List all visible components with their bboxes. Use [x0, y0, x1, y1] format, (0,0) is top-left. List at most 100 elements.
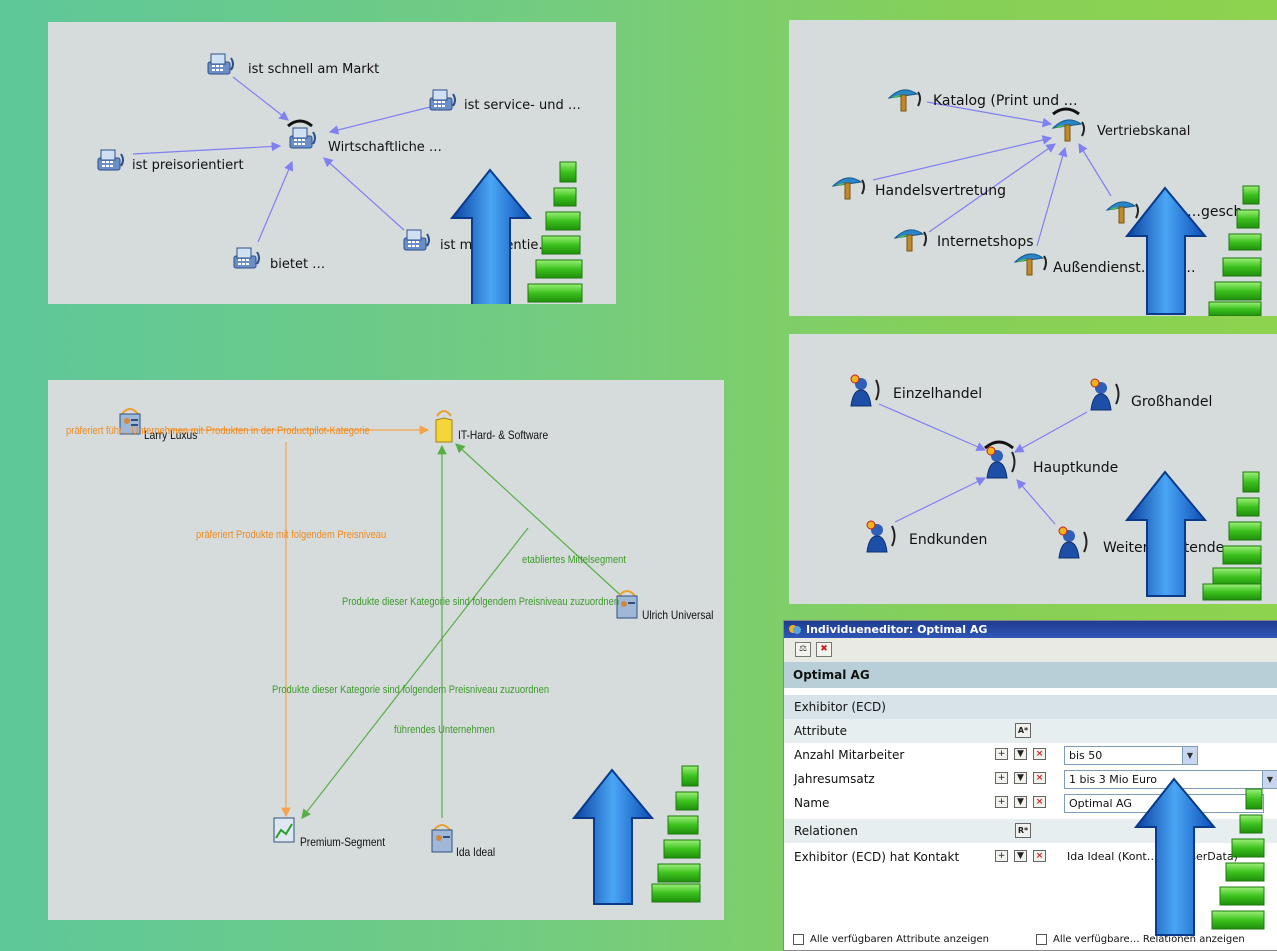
register-icon: [288, 126, 318, 150]
app-icon: [789, 625, 801, 634]
node-label-larry[interactable]: Larry Luxus: [144, 428, 198, 442]
add-value-icon[interactable]: +: [995, 772, 1008, 784]
upload-arrow-icon[interactable]: [1125, 180, 1277, 316]
dropdown-icon[interactable]: ▼: [1014, 850, 1027, 862]
chevron-down-icon[interactable]: ▼: [1262, 771, 1277, 788]
attribute-label: Anzahl Mitarbeiter: [794, 748, 905, 762]
relation-row: Exhibitor (ECD) hat Kontakt + ▼ × Ida Id…: [784, 845, 1277, 869]
attribute-value-select[interactable]: bis 50▼: [1064, 746, 1198, 765]
add-value-icon[interactable]: +: [995, 748, 1008, 760]
edge-label: führendes Unternehmen: [394, 724, 495, 736]
edge-label: präferiert Produkte mit folgendem Preisn…: [196, 529, 387, 541]
node-label[interactable]: Endkunden: [909, 532, 988, 548]
relation-value[interactable]: Ida Ideal (Kont…ofil (UserData): [1067, 850, 1238, 863]
contact-card-icon: [431, 824, 453, 853]
edge-label: Produkte dieser Kategorie sind folgendem…: [272, 684, 550, 696]
editor-title-bar[interactable]: Individueneditor: Optimal AG: [784, 621, 1277, 638]
remove-icon[interactable]: ×: [1033, 772, 1046, 784]
node-label-premium[interactable]: Premium-Segment: [300, 835, 386, 849]
hierarchy-icon[interactable]: ⚖: [795, 642, 811, 657]
node-label[interactable]: ist schnell am Markt: [248, 62, 380, 77]
editor-title: Individueneditor: Optimal AG: [806, 623, 988, 636]
node-label-ulrich[interactable]: Ulrich Universal: [642, 608, 714, 622]
edge-label: präferiert führ…Unternehmen mit Produkte…: [66, 425, 370, 437]
person-icon: [1055, 526, 1091, 560]
add-value-icon[interactable]: +: [995, 850, 1008, 862]
add-relation-button[interactable]: R*: [1015, 823, 1031, 838]
individual-name: Optimal AG: [784, 662, 1277, 688]
show-all-relations-checkbox[interactable]: [1036, 934, 1047, 945]
edge-label: Produkte dieser Kategorie sind folgendem…: [342, 596, 620, 608]
node-label-it[interactable]: IT-Hard- & Software: [458, 428, 549, 442]
show-all-attributes-checkbox[interactable]: [793, 934, 804, 945]
node-label[interactable]: ist service- und …: [464, 98, 581, 113]
attribute-row: Anzahl Mitarbeiter + ▼ × bis 50▼: [784, 743, 1277, 767]
node-label[interactable]: ist preisorientiert: [132, 158, 244, 173]
attribute-label: Jahresumsatz: [794, 772, 875, 786]
umbrella-icon: [893, 224, 929, 254]
edge-label: etabliertes Mittelsegment: [522, 554, 626, 566]
bar-stack-icon: [651, 765, 701, 903]
delete-icon[interactable]: ✖: [816, 642, 832, 657]
node-label[interactable]: Großhandel: [1131, 394, 1213, 410]
upload-arrow-icon[interactable]: [572, 762, 722, 910]
bar-stack-icon: [1208, 185, 1262, 316]
center-node-label[interactable]: Wirtschaftliche …: [328, 140, 442, 155]
attributes-header: Attribute A*: [784, 719, 1277, 743]
person-icon: [983, 446, 1019, 480]
add-attribute-button[interactable]: A*: [1015, 723, 1031, 738]
type-row: Exhibitor (ECD): [784, 695, 1277, 719]
graph-panel-relations[interactable]: Larry Luxus IT-Hard- & Software Ulrich U…: [48, 380, 724, 920]
bar-stack-icon: [1211, 788, 1265, 930]
dropdown-icon[interactable]: ▼: [1014, 772, 1027, 784]
remove-icon[interactable]: ×: [1033, 796, 1046, 808]
graph-panel-economic[interactable]: Wirtschaftliche … ist schnell am Markt i…: [48, 22, 616, 304]
editor-toolbar: ⚖ ✖: [784, 638, 1277, 662]
center-node-label[interactable]: Hauptkunde: [1033, 460, 1119, 476]
chevron-down-icon[interactable]: ▼: [1182, 747, 1197, 764]
remove-icon[interactable]: ×: [1033, 748, 1046, 760]
folder-icon: [435, 410, 453, 443]
umbrella-icon: [887, 84, 923, 114]
upload-arrow-icon[interactable]: [450, 160, 610, 304]
center-node-label[interactable]: Vertriebskanal: [1097, 124, 1191, 139]
attribute-row: Jahresumsatz + ▼ × 1 bis 3 Mio Euro▼: [784, 767, 1277, 791]
remove-icon[interactable]: ×: [1033, 850, 1046, 862]
relations-label: Relationen: [794, 824, 858, 838]
umbrella-icon: [1013, 248, 1049, 278]
contact-card-icon: [616, 590, 638, 619]
person-icon: [847, 374, 883, 408]
type-label: Exhibitor (ECD): [794, 700, 886, 714]
umbrella-icon: [1051, 114, 1087, 144]
register-icon: [232, 246, 262, 270]
relation-label: Exhibitor (ECD) hat Kontakt: [794, 850, 960, 864]
add-value-icon[interactable]: +: [995, 796, 1008, 808]
dropdown-icon[interactable]: ▼: [1014, 748, 1027, 760]
chart-icon: [273, 817, 295, 843]
graph-panel-main-customer[interactable]: Hauptkunde Einzelhandel Großhandel Endku…: [789, 334, 1277, 604]
upload-arrow-icon[interactable]: [1125, 468, 1277, 604]
attribute-label: Name: [794, 796, 830, 810]
dropdown-icon[interactable]: ▼: [1014, 796, 1027, 808]
register-icon: [96, 148, 126, 172]
bar-stack-icon: [527, 161, 583, 303]
individual-editor-window[interactable]: Individueneditor: Optimal AG ⚖ ✖ Optimal…: [783, 620, 1277, 951]
node-label[interactable]: Handelsvertretung: [875, 183, 1006, 199]
register-icon: [402, 228, 432, 252]
register-icon: [428, 88, 458, 112]
person-icon: [863, 520, 899, 554]
register-icon: [206, 52, 236, 76]
show-all-relations-label: Alle verfügbare… Relationen anzeigen: [1053, 934, 1245, 945]
upload-arrow-icon[interactable]: [1134, 771, 1274, 939]
node-label[interactable]: Einzelhandel: [893, 386, 983, 402]
graph-panel-sales-channel[interactable]: Vertriebskanal Katalog (Print und … Hand…: [789, 20, 1277, 316]
umbrella-icon: [831, 172, 867, 202]
person-icon: [1087, 378, 1123, 412]
node-label[interactable]: Internetshops: [937, 234, 1034, 250]
node-label[interactable]: Katalog (Print und …: [933, 93, 1078, 109]
show-all-attributes-label: Alle verfügbaren Attribute anzeigen: [810, 934, 989, 945]
node-label-ida[interactable]: Ida Ideal: [456, 845, 496, 859]
attributes-label: Attribute: [794, 724, 847, 738]
bar-stack-icon: [1202, 471, 1262, 601]
node-label[interactable]: bietet …: [270, 257, 326, 272]
